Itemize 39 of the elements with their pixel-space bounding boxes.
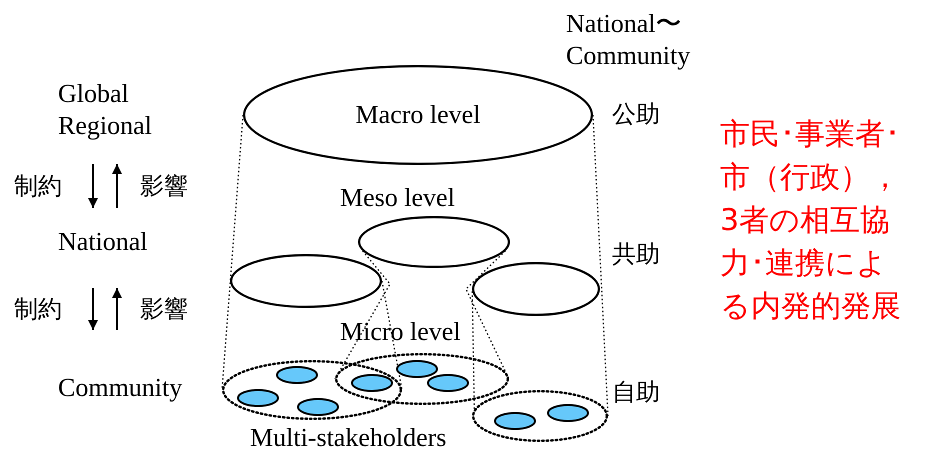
arrow <box>88 164 98 208</box>
label-text: 共助 <box>612 239 660 270</box>
edge-label: 制約 <box>14 171 62 202</box>
stakeholder-ellipse <box>276 366 318 384</box>
dotted-line <box>381 280 403 390</box>
label-text: Meso level <box>340 182 455 214</box>
stakeholder-group-ellipse <box>472 390 608 442</box>
stakeholder-ellipse <box>547 404 589 422</box>
level-ellipse <box>358 216 510 268</box>
label-text: Micro level <box>340 316 461 348</box>
stakeholder-ellipse <box>396 360 438 378</box>
dotted-line <box>221 114 244 390</box>
stakeholder-ellipse <box>427 374 469 392</box>
label-text: 自助 <box>612 377 660 408</box>
dotted-line <box>465 250 510 380</box>
stakeholder-ellipse <box>297 398 339 416</box>
edge-label: 影響 <box>140 294 188 325</box>
scale-label: National <box>58 208 176 288</box>
level-ellipse <box>472 262 600 316</box>
dotted-line <box>334 250 391 380</box>
arrow <box>112 164 122 208</box>
note-text: 市民･事業者･市（行政），3者の相互協力･連携による内発的発展 <box>720 116 902 326</box>
level-ellipse: Macro level <box>243 65 593 165</box>
arrow <box>112 288 122 330</box>
dotted-line <box>472 291 475 410</box>
scale-label: Global Regional <box>58 78 180 164</box>
stakeholder-ellipse <box>351 374 393 392</box>
stakeholder-group-ellipse <box>335 353 509 405</box>
dotted-line <box>592 114 609 416</box>
edge-label: 影響 <box>140 171 188 202</box>
stakeholder-ellipse <box>237 389 279 407</box>
stakeholder-ellipse <box>494 412 536 430</box>
label-text: Multi-stakeholders <box>250 422 446 450</box>
label-text: 公助 <box>612 99 660 130</box>
scale-label: Community <box>58 330 216 404</box>
edge-label: 制約 <box>14 294 62 325</box>
level-ellipse <box>230 254 382 308</box>
arrow <box>88 288 98 330</box>
stakeholder-group-ellipse <box>222 360 402 420</box>
